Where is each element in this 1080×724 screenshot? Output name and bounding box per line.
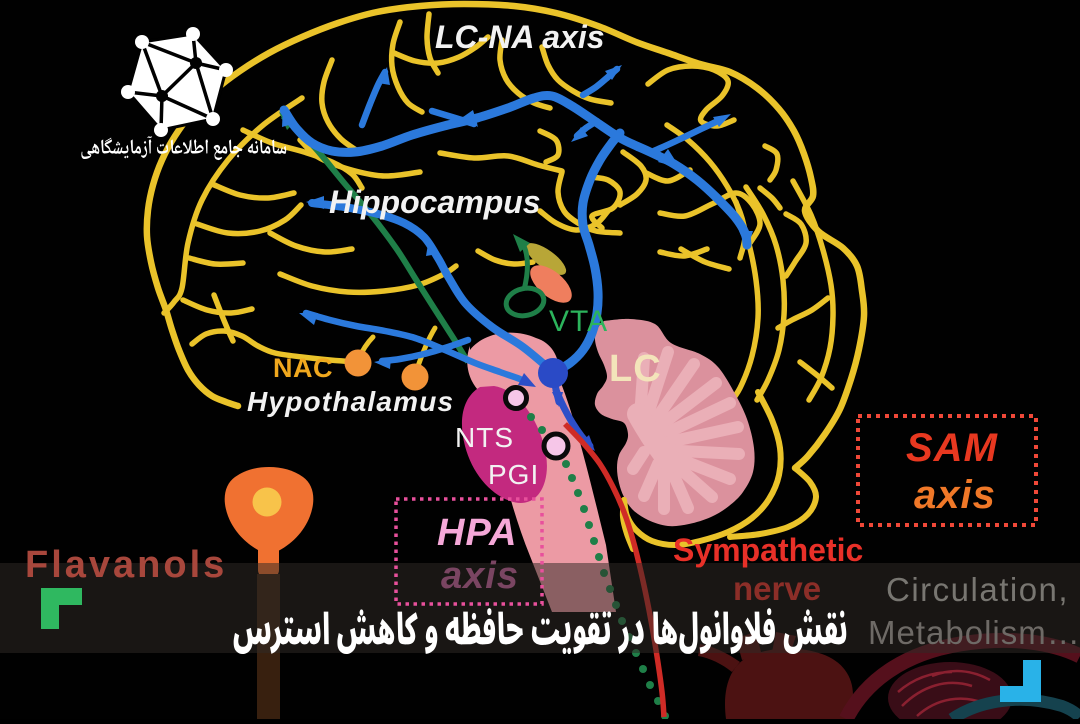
- svg-text:NTS: NTS: [455, 422, 514, 453]
- svg-text:SAM: SAM: [906, 426, 999, 470]
- svg-text:Sympathetic: Sympathetic: [673, 532, 863, 568]
- svg-text:axis: axis: [914, 473, 996, 517]
- svg-text:Flavanols: Flavanols: [25, 544, 227, 586]
- svg-text:HPA: HPA: [437, 512, 517, 554]
- svg-text:NAC: NAC: [273, 353, 333, 383]
- svg-text:PGI: PGI: [488, 459, 539, 490]
- svg-text:Hypothalamus: Hypothalamus: [247, 386, 454, 417]
- svg-text:Hippocampus: Hippocampus: [329, 184, 541, 220]
- svg-text:LC: LC: [609, 348, 662, 390]
- svg-text:nerve: nerve: [733, 570, 821, 607]
- svg-text:axis: axis: [441, 555, 519, 597]
- svg-text:VTA: VTA: [549, 305, 608, 338]
- svg-text:LC-NA axis: LC-NA axis: [435, 19, 605, 55]
- svg-text:Metabolism…: Metabolism…: [868, 614, 1080, 651]
- svg-text:Circulation,: Circulation,: [886, 571, 1069, 608]
